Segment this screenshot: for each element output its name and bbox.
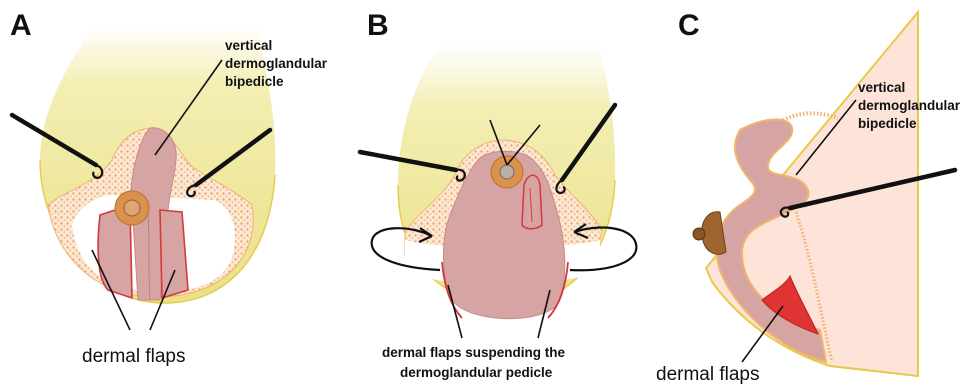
label-dermal-flaps-c: dermal flaps — [656, 364, 760, 385]
panel-a: A vertical dermoglandular bipedicle derm — [10, 9, 328, 367]
nipple-c — [693, 228, 705, 240]
panel-c: C vertical dermoglandular bipedicle derm… — [656, 9, 961, 385]
label-bipedicle-a: bipedicle — [225, 74, 284, 89]
nipple-a — [124, 200, 140, 216]
label-dermal-flaps-a: dermal flaps — [82, 346, 186, 367]
panel-letter-b: B — [367, 9, 389, 42]
panel-letter-c: C — [678, 9, 700, 42]
label-vertical-a: vertical — [225, 38, 272, 53]
panel-b: B dermal flaps suspending the — [360, 9, 636, 380]
nipple-b — [500, 165, 514, 179]
label-dermoglandular-a: dermoglandular — [225, 56, 328, 71]
label-dermal-flaps-b-line2: dermoglandular pedicle — [400, 365, 553, 380]
label-vertical-c: vertical — [858, 80, 905, 95]
label-bipedicle-c: bipedicle — [858, 116, 917, 131]
label-dermal-flaps-b-line1: dermal flaps suspending the — [382, 345, 566, 360]
panel-letter-a: A — [10, 9, 32, 42]
label-dermoglandular-c: dermoglandular — [858, 98, 961, 113]
